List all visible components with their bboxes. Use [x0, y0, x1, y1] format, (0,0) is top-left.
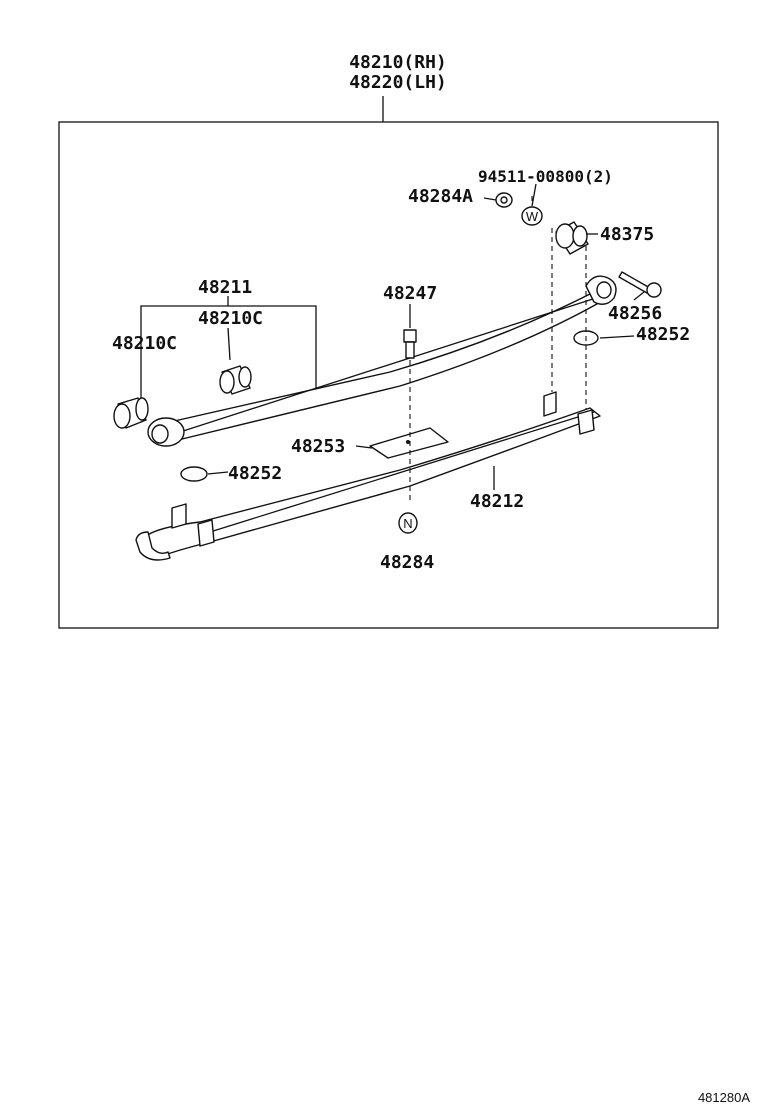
label-94511-00800: 94511-00800(2)	[478, 167, 613, 186]
nut-letter: N	[403, 516, 412, 531]
leader-48284A	[483, 197, 497, 201]
label-48210C-inner: 48210C	[198, 308, 263, 329]
label-48252-upper: 48252	[636, 324, 690, 345]
bolt-48256	[618, 271, 662, 298]
label-48211: 48211	[198, 277, 252, 298]
leader-48252-upper	[599, 335, 635, 339]
second-leaf-spring	[135, 391, 601, 561]
washer-icon: W	[521, 206, 543, 226]
washer-letter: W	[526, 209, 539, 224]
nut-48284-icon: N	[398, 512, 418, 534]
label-48212: 48212	[470, 491, 524, 512]
bushing-inner	[219, 365, 252, 395]
title-line-lh: 48220(LH)	[349, 72, 447, 93]
label-48256: 48256	[608, 303, 662, 324]
label-48375: 48375	[600, 224, 654, 245]
label-48247: 48247	[383, 283, 437, 304]
label-48210C-outer: 48210C	[112, 333, 177, 354]
label-48253: 48253	[291, 436, 345, 457]
nut-48284A	[495, 192, 513, 208]
pad-48252-lower	[180, 466, 208, 482]
label-48284: 48284	[380, 552, 434, 573]
title-line-rh: 48210(RH)	[349, 52, 447, 73]
bushing-48375	[555, 221, 589, 255]
bushing-left-outer	[113, 397, 149, 429]
figure-reference-code: 481280A	[698, 1090, 750, 1105]
assembly-frame	[58, 121, 719, 629]
main-leaf-spring	[147, 275, 617, 447]
leader-48256	[633, 291, 645, 301]
leader-48253	[355, 445, 373, 449]
leader-48211-bracket	[140, 305, 317, 398]
label-48284A: 48284A	[408, 186, 473, 207]
leader-48210C-b	[227, 327, 231, 361]
leader-48252-lower	[207, 471, 229, 475]
center-bolt-48247	[403, 329, 417, 359]
plate-48253	[369, 427, 449, 459]
label-48252-lower: 48252	[228, 463, 282, 484]
leader-94511	[531, 183, 537, 207]
